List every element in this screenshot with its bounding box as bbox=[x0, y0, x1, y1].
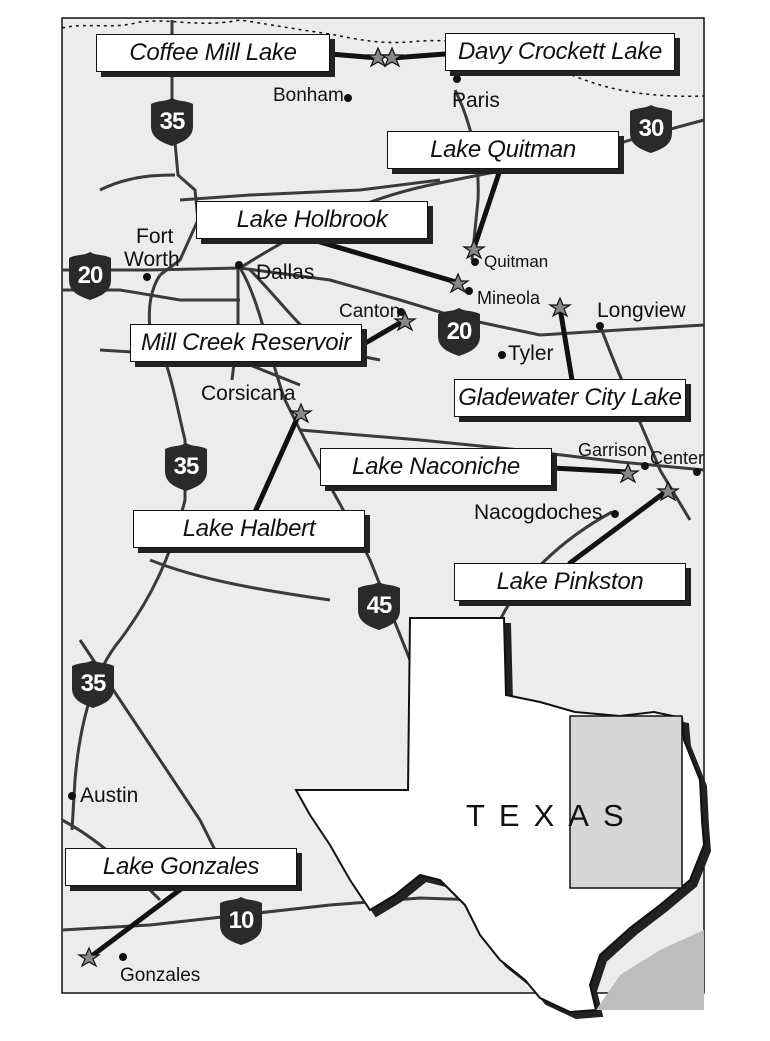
interstate-30-shield: 30 bbox=[628, 105, 674, 153]
interstate-45-shield: 45 bbox=[356, 582, 402, 630]
interstate-20-west-shield: 20 bbox=[67, 252, 113, 300]
lake-label-quitman: Lake Quitman bbox=[387, 131, 619, 169]
interstate-35-north-shield: 35 bbox=[149, 98, 195, 146]
state-border-north bbox=[61, 19, 705, 98]
city-label-austin: Austin bbox=[80, 784, 139, 807]
highlighted-region bbox=[569, 715, 683, 889]
city-label-paris: Paris bbox=[452, 89, 500, 112]
city-dots bbox=[68, 75, 701, 961]
lake-label-coffee-mill: Coffee Mill Lake bbox=[96, 34, 330, 72]
star-davy-crockett bbox=[380, 46, 404, 68]
city-label-mineola: Mineola bbox=[477, 288, 541, 308]
city-label-corsicana: Corsicana bbox=[201, 382, 296, 405]
lake-label-holbrook: Lake Holbrook bbox=[196, 201, 428, 239]
star-gonzales bbox=[77, 946, 101, 968]
city-label-center: Center bbox=[650, 448, 705, 468]
interstate-35-south-shield: 35 bbox=[70, 660, 116, 708]
city-label-canton: Canton bbox=[339, 301, 401, 322]
city-label-fort: Fort bbox=[136, 225, 174, 248]
city-label-nacogdoches: Nacogdoches bbox=[474, 501, 603, 524]
city-label-worth: Worth bbox=[124, 248, 180, 271]
star-halbert bbox=[289, 402, 313, 424]
lake-markers bbox=[77, 46, 680, 968]
interstate-20-east-shield: 20 bbox=[436, 308, 482, 356]
lake-label-davy-crockett: Davy Crockett Lake bbox=[445, 33, 675, 71]
lake-label-gladewater: Gladewater City Lake bbox=[454, 379, 686, 417]
star-pinkston bbox=[656, 480, 680, 502]
lake-label-naconiche: Lake Naconiche bbox=[320, 448, 552, 486]
star-holbrook bbox=[446, 272, 470, 294]
interstate-35-mid-shield: 35 bbox=[163, 443, 209, 491]
gulf-of-mexico bbox=[596, 930, 704, 1010]
star-mill-creek bbox=[393, 310, 417, 332]
star-quitman bbox=[462, 238, 486, 260]
star-naconiche bbox=[616, 462, 640, 484]
lake-label-pinkston: Lake Pinkston bbox=[454, 563, 686, 601]
interstate-10-shield: 10 bbox=[218, 897, 264, 945]
lake-label-mill-creek: Mill Creek Reservoir bbox=[130, 324, 362, 362]
texas-inset-label: TEXAS bbox=[466, 798, 638, 833]
star-gladewater bbox=[548, 296, 572, 318]
lake-label-gonzales: Lake Gonzales bbox=[65, 848, 297, 886]
city-label-gonzales: Gonzales bbox=[120, 965, 201, 986]
city-label-dallas: Dallas bbox=[256, 261, 315, 284]
texas-inset bbox=[294, 617, 706, 1014]
lake-label-halbert: Lake Halbert bbox=[133, 510, 365, 548]
city-label-quitman: Quitman bbox=[484, 252, 549, 271]
leader-lines bbox=[86, 51, 671, 961]
city-label-tyler: Tyler bbox=[508, 342, 554, 365]
city-label-bonham: Bonham bbox=[273, 85, 344, 106]
city-label-longview: Longview bbox=[597, 299, 686, 322]
city-label-garrison: Garrison bbox=[578, 440, 648, 460]
